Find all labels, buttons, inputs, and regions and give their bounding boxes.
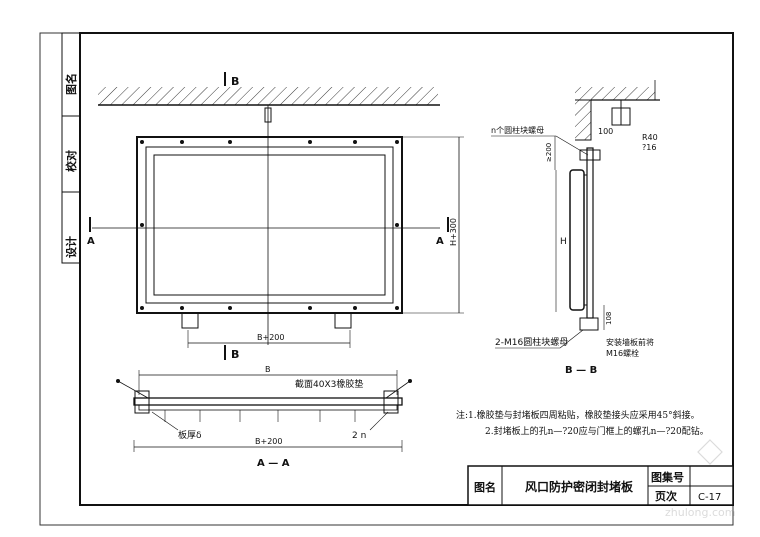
tb-drawing-title: 风口防护密闭封堵板 <box>525 479 634 494</box>
aa-dim-b-label: B <box>265 365 271 374</box>
seal-plate-inner <box>153 154 386 296</box>
bb-plate <box>569 169 585 311</box>
watermark-logo-icon <box>697 439 723 465</box>
aa-frame <box>138 404 398 411</box>
dim-height-label: H+300 <box>449 218 458 246</box>
bb-dim-phi16: ?16 <box>642 143 656 152</box>
bb-callout-nut: n个圆柱块螺母 <box>491 125 544 135</box>
bb-dim-h: H <box>560 237 567 247</box>
ceiling-hatch <box>98 87 438 105</box>
tb-atlas-label: 图集号 <box>651 470 684 484</box>
aa-dim-b200-label: B+200 <box>255 437 282 446</box>
section-b-label-bottom: B <box>231 348 239 361</box>
aa-stiffener-ticks <box>164 410 356 422</box>
aa-rubber-strip: 截面40X3橡胶垫 <box>295 378 363 390</box>
bb-install-note: 安装墙板前将 <box>606 337 654 347</box>
plate-bolts <box>140 140 399 310</box>
dim-width-label: B+200 <box>257 333 284 342</box>
watermark: zhulong.com <box>665 439 735 519</box>
bb-bolt-label2: M16螺栓 <box>606 348 639 358</box>
aa-plate-thickness: 板厚δ <box>178 429 202 441</box>
seal-plate-gasket <box>145 146 394 304</box>
outer-frame <box>39 32 734 526</box>
notes: 注:1.橡胶垫与封堵板四周粘贴，橡胶垫接头应采用45°斜接。 2.封堵板上的孔n… <box>456 409 709 437</box>
title-block: 图名 风口防护密闭封堵板 图集号 页次 C-17 <box>467 465 734 506</box>
section-b-label-top: B <box>231 75 239 88</box>
note-line-2: 2.封堵板上的孔n—?20应与门框上的螺孔n—?20配钻。 <box>485 425 709 437</box>
section-bb: n个圆柱块螺母 100 R40 ?16 ≥200 H 108 2-M16圆柱块螺… <box>491 80 660 376</box>
bb-frame <box>586 147 594 319</box>
aa-plate <box>133 397 403 406</box>
note-line-1: 注:1.橡胶垫与封堵板四周粘贴，橡胶垫接头应采用45°斜接。 <box>456 409 700 421</box>
bb-ceiling-hatch <box>575 87 655 100</box>
bb-dim-r40: R40 <box>642 133 658 142</box>
support-foot-right <box>334 312 352 329</box>
bb-title: B — B <box>565 365 597 376</box>
watermark-text: zhulong.com <box>665 506 735 519</box>
bb-dim-108: 108 <box>605 312 613 325</box>
side-checked-by: 校对 <box>64 150 78 172</box>
support-foot-left <box>181 312 199 329</box>
bb-dim-100: 100 <box>598 127 613 136</box>
side-strip: 图名 校对 设计 <box>61 32 81 264</box>
front-view: B B A A B+200 <box>87 72 464 361</box>
side-designed-by: 设计 <box>64 236 78 258</box>
aa-title: A — A <box>257 458 290 469</box>
bb-dim-200: ≥200 <box>545 143 553 162</box>
section-a-label-right: A <box>436 236 444 247</box>
tb-page-number: C-17 <box>698 492 721 503</box>
section-aa: B 截面40X3橡胶垫 板厚δ 2 n B+200 A — A <box>116 365 412 469</box>
aa-nut-label: 2 n <box>352 431 366 441</box>
tb-name-label: 图名 <box>474 480 496 494</box>
inner-frame <box>79 32 734 506</box>
bb-bolt-label: 2-M16圆柱块螺母 <box>495 336 568 348</box>
tb-page-label: 页次 <box>655 489 677 503</box>
aa-right-nut <box>383 390 399 414</box>
section-a-label-left: A <box>87 236 95 247</box>
bb-wall-hatch <box>575 100 591 140</box>
aa-left-nut <box>134 390 150 414</box>
seal-plate-outer <box>136 136 403 314</box>
bb-top-nut <box>579 149 601 161</box>
bb-bottom-nut <box>579 317 599 331</box>
side-drawing-name: 图名 <box>64 73 78 95</box>
